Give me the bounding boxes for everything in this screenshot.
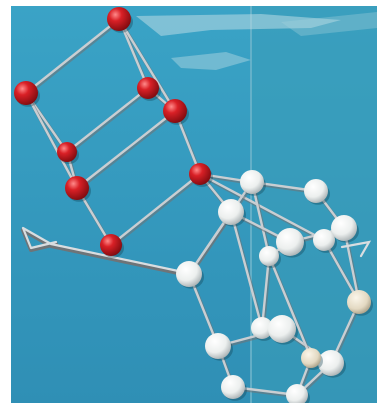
connecting-rod (250, 180, 271, 258)
connecting-rod (75, 109, 177, 190)
connecting-rod (187, 180, 254, 276)
red-atom-ball (189, 163, 213, 187)
white-atom-ball (304, 179, 330, 205)
wire-hook (21, 226, 185, 274)
connecting-rod (65, 86, 150, 154)
molecular-model-photo (11, 6, 377, 403)
red-atom-ball (65, 176, 91, 202)
glare-right (281, 12, 377, 36)
connecting-rod (229, 210, 264, 330)
rod-shadow (76, 111, 178, 191)
red-atom-ball (137, 77, 161, 101)
white-atom-ball (218, 199, 246, 227)
connecting-rod (260, 254, 271, 330)
red-atom-ball (14, 81, 40, 107)
red-atom-ball (57, 142, 79, 164)
connecting-rod (267, 254, 313, 360)
rod-shadow (25, 19, 122, 96)
molecular-model-illustration (11, 6, 377, 403)
white-atom-ball (221, 375, 247, 401)
connecting-rod (109, 172, 202, 247)
white-atom-ball (251, 317, 275, 341)
white-atom-ball (301, 348, 323, 370)
white-atom-ball (276, 228, 306, 258)
white-atom-ball (318, 350, 346, 378)
connecting-rod (117, 17, 177, 113)
white-atom-ball (286, 384, 310, 403)
white-atom-ball (313, 229, 337, 253)
wire-hook-right (340, 240, 372, 258)
white-atom-ball (331, 215, 359, 243)
white-atom-ball (240, 170, 266, 196)
rod-shadow (188, 182, 255, 277)
white-atom-ball (176, 261, 204, 289)
red-atom-ball (163, 99, 189, 125)
connecting-rod (24, 91, 79, 190)
rod-shadow (110, 174, 203, 248)
white-atom-ball (347, 290, 373, 316)
white-atom-ball (268, 315, 298, 345)
connecting-rod (24, 17, 121, 95)
glare-small (171, 52, 251, 70)
blue-board-right-panel (251, 6, 377, 403)
red-atom-ball (100, 234, 124, 258)
glare-top (136, 14, 341, 36)
red-atom-ball (107, 7, 133, 33)
connecting-rod (198, 172, 326, 242)
connecting-rod (117, 17, 150, 90)
rod-shadow (66, 88, 151, 155)
white-atom-ball (205, 333, 233, 361)
white-atom-ball (259, 246, 281, 268)
model-atoms (14, 7, 373, 403)
